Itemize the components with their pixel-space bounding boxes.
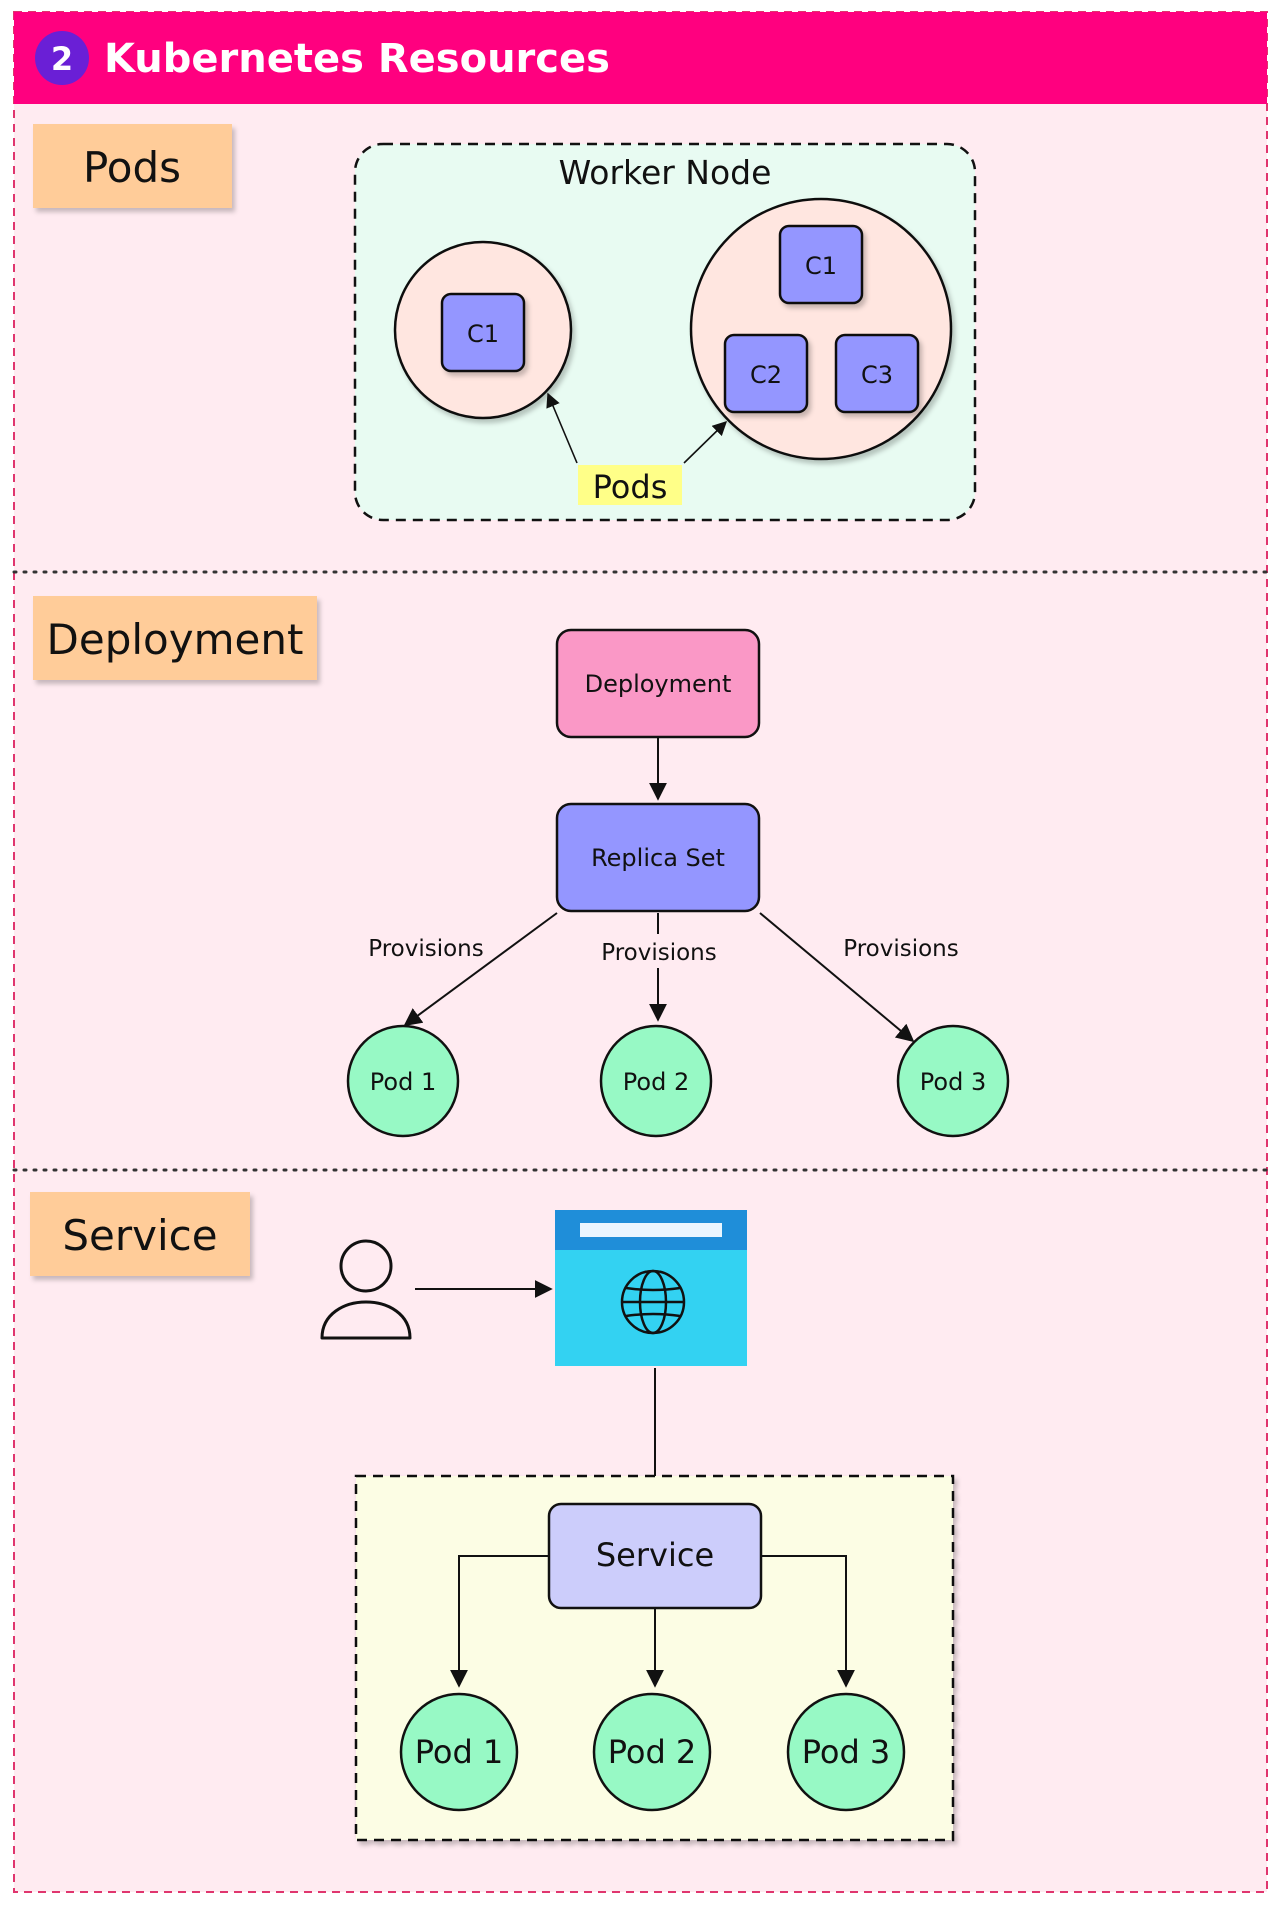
- pod-node-label: Pod 3: [920, 1068, 986, 1096]
- pod-node-label: Pod 2: [608, 1733, 697, 1771]
- pod-node: [599, 1024, 713, 1138]
- pod-node: [786, 1692, 906, 1812]
- pods-callout-label: Pods: [593, 468, 668, 506]
- provisions-label: Provisions: [843, 936, 959, 962]
- container-label: C3: [861, 361, 893, 389]
- header-bar: [14, 12, 1267, 104]
- section-tag-pods: [33, 124, 232, 208]
- section-tag-service: [30, 1192, 250, 1276]
- container-box: [440, 292, 526, 373]
- pods-callout: [578, 465, 682, 505]
- pod-node-label: Pod 2: [623, 1068, 689, 1096]
- section-tag-deployment-label: Deployment: [47, 615, 304, 664]
- container-box: [723, 333, 809, 414]
- header-number-badge: [35, 31, 89, 85]
- provisions-arrow: [403, 912, 558, 1027]
- worker-node-label: Worker Node: [559, 153, 772, 192]
- replicaset-box: [555, 802, 761, 913]
- provisions-label: Provisions: [601, 940, 717, 966]
- section-tag-service-label: Service: [62, 1211, 217, 1260]
- pod-node-label: Pod 3: [802, 1733, 891, 1771]
- service-box-label: Service: [596, 1536, 714, 1574]
- provisions-label: Provisions: [368, 936, 484, 962]
- container-box: [778, 224, 864, 305]
- pod-node: [346, 1024, 460, 1138]
- callout-arrow: [546, 392, 578, 464]
- container-label: C2: [750, 361, 782, 389]
- section-tag-pods-label: Pods: [83, 143, 181, 192]
- callout-arrow: [683, 420, 728, 464]
- deployment-box: [555, 628, 761, 739]
- edge-label-bg: [368, 930, 484, 964]
- container-label: C1: [467, 320, 499, 348]
- page-title: Kubernetes Resources: [104, 36, 610, 82]
- container-label: C1: [805, 252, 837, 280]
- service-to-pod-arrow: [761, 1555, 855, 1688]
- edge-label-bg: [601, 934, 717, 968]
- user-icon: [320, 1239, 412, 1340]
- pod-node: [399, 1692, 519, 1812]
- service-to-pod-arrow: [450, 1555, 549, 1688]
- container-box: [834, 333, 920, 414]
- pod-node: [896, 1024, 1010, 1138]
- replicaset-box-label: Replica Set: [591, 844, 725, 872]
- provisions-arrow: [759, 912, 915, 1043]
- pod-node: [592, 1692, 712, 1812]
- section-tag-deployment: [33, 596, 317, 680]
- header-number: 2: [51, 40, 73, 78]
- pod-node-label: Pod 1: [370, 1068, 436, 1096]
- globe-browser-icon: [555, 1210, 747, 1366]
- edge-label-bg: [843, 930, 959, 964]
- deployment-box-label: Deployment: [585, 670, 732, 698]
- pod-node-label: Pod 1: [415, 1733, 504, 1771]
